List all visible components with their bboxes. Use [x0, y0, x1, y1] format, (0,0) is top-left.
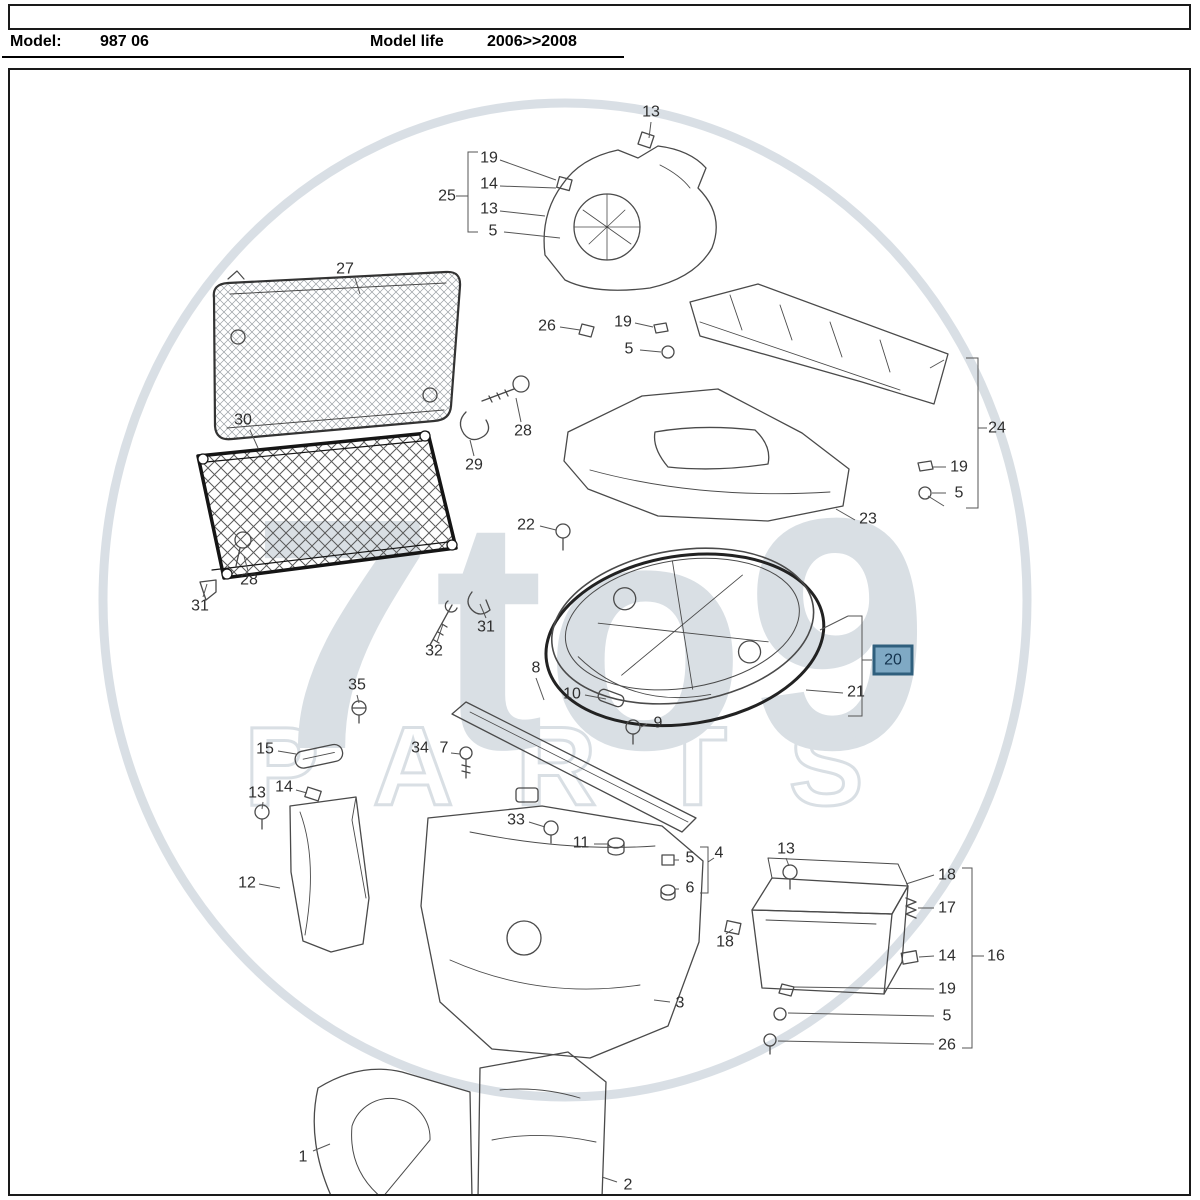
callout-label[interactable]: 29 — [465, 457, 483, 474]
callout-label[interactable]: 17 — [938, 900, 956, 917]
callout-label[interactable]: 18 — [938, 867, 956, 884]
model-life-value: 2006>>2008 — [487, 33, 577, 50]
callout-label[interactable]: 2 — [624, 1177, 633, 1194]
part-speaker-shelf — [543, 131, 717, 291]
callout-label[interactable]: 24 — [988, 420, 1006, 437]
model-life-label: Model life — [370, 33, 444, 50]
part-luggage-net — [196, 430, 458, 580]
part-storage-tub — [544, 547, 826, 728]
callout-label[interactable]: 34 — [411, 740, 429, 757]
part-small-fixings-top — [578, 322, 675, 359]
callout-label[interactable]: 5 — [686, 850, 695, 867]
part-trim-strip — [451, 688, 697, 833]
callout-label[interactable]: 32 — [425, 643, 443, 660]
callout-label[interactable]: 22 — [517, 517, 535, 534]
model-value: 987 06 — [100, 33, 149, 50]
callout-label[interactable]: 19 — [938, 981, 956, 998]
callout-label[interactable]: 14 — [480, 176, 498, 193]
header-underline — [2, 56, 624, 58]
callout-label[interactable]: 5 — [489, 223, 498, 240]
parts-diagram: 7to9 PARTS — [98, 98, 1032, 1194]
part-shapes — [196, 131, 949, 1194]
callout-label[interactable]: 31 — [191, 598, 209, 615]
callout-label[interactable]: 4 — [715, 845, 724, 862]
watermark-text-2: PARTS — [244, 704, 925, 829]
callout-label[interactable]: 19 — [480, 150, 498, 167]
model-row: Model: 987 06 Model life 2006>>2008 — [0, 33, 1200, 55]
model-label: Model: — [10, 33, 62, 50]
callout-label[interactable]: 5 — [943, 1008, 952, 1025]
header-box — [8, 4, 1191, 30]
callout-label[interactable]: 9 — [654, 715, 663, 732]
part-carpets — [313, 1051, 607, 1194]
callout-label[interactable]: 10 — [563, 686, 581, 703]
callout-label[interactable]: 18 — [716, 934, 734, 951]
leader-lines — [202, 121, 987, 1183]
callout-label[interactable]: 14 — [275, 779, 293, 796]
callout-label[interactable]: 3 — [676, 995, 685, 1012]
callout-label[interactable]: 31 — [477, 619, 495, 636]
callout-label[interactable]: 7 — [440, 740, 449, 757]
part-pillar-trim — [289, 796, 370, 953]
watermark: 7to9 PARTS — [98, 98, 1032, 1102]
callout-label[interactable]: 15 — [256, 741, 274, 758]
callout-label[interactable]: 11 — [573, 835, 590, 852]
callout-label[interactable]: 30 — [234, 412, 252, 429]
callout-label[interactable]: 12 — [238, 875, 256, 892]
callout-label[interactable]: 27 — [336, 261, 354, 278]
diagram-panel: 7to9 PARTS — [8, 68, 1191, 1196]
part-sill-strip — [689, 283, 949, 500]
callout-label[interactable]: 13 — [777, 841, 795, 858]
callout-label[interactable]: 1 — [299, 1149, 308, 1166]
callout-label[interactable]: 19 — [614, 314, 632, 331]
callout-label[interactable]: 28 — [514, 423, 532, 440]
part-battery-bin — [724, 857, 919, 1055]
callout-label[interactable]: 14 — [938, 948, 956, 965]
callout-label[interactable]: 6 — [686, 880, 695, 897]
callout-label[interactable]: 23 — [859, 511, 877, 528]
part-shelf-lid — [555, 388, 850, 551]
part-partition-net — [212, 270, 462, 441]
callout-label-highlighted[interactable]: 20 — [884, 652, 902, 669]
callout-label[interactable]: 5 — [955, 485, 964, 502]
callout-label[interactable]: 8 — [532, 660, 541, 677]
callout-label[interactable]: 13 — [248, 785, 266, 802]
callout-label[interactable]: 35 — [348, 677, 366, 694]
part-side-panel — [420, 787, 704, 1059]
callout-label[interactable]: 21 — [847, 684, 865, 701]
callout-label[interactable]: 16 — [987, 948, 1005, 965]
callout-label[interactable]: 33 — [507, 812, 525, 829]
highlighted-callout-box[interactable] — [872, 644, 914, 676]
part-bolt-upper — [459, 375, 530, 441]
callout-label[interactable]: 26 — [538, 318, 556, 335]
watermark-circle — [98, 98, 1032, 1102]
callout-label[interactable]: 28 — [240, 572, 258, 589]
callout-label[interactable]: 26 — [938, 1037, 956, 1054]
callout-label[interactable]: 5 — [625, 341, 634, 358]
callout-label[interactable]: 19 — [950, 459, 968, 476]
callout-label[interactable]: 13 — [642, 104, 660, 121]
callout-label[interactable]: 25 — [438, 188, 456, 205]
callout-label[interactable]: 13 — [480, 201, 498, 218]
